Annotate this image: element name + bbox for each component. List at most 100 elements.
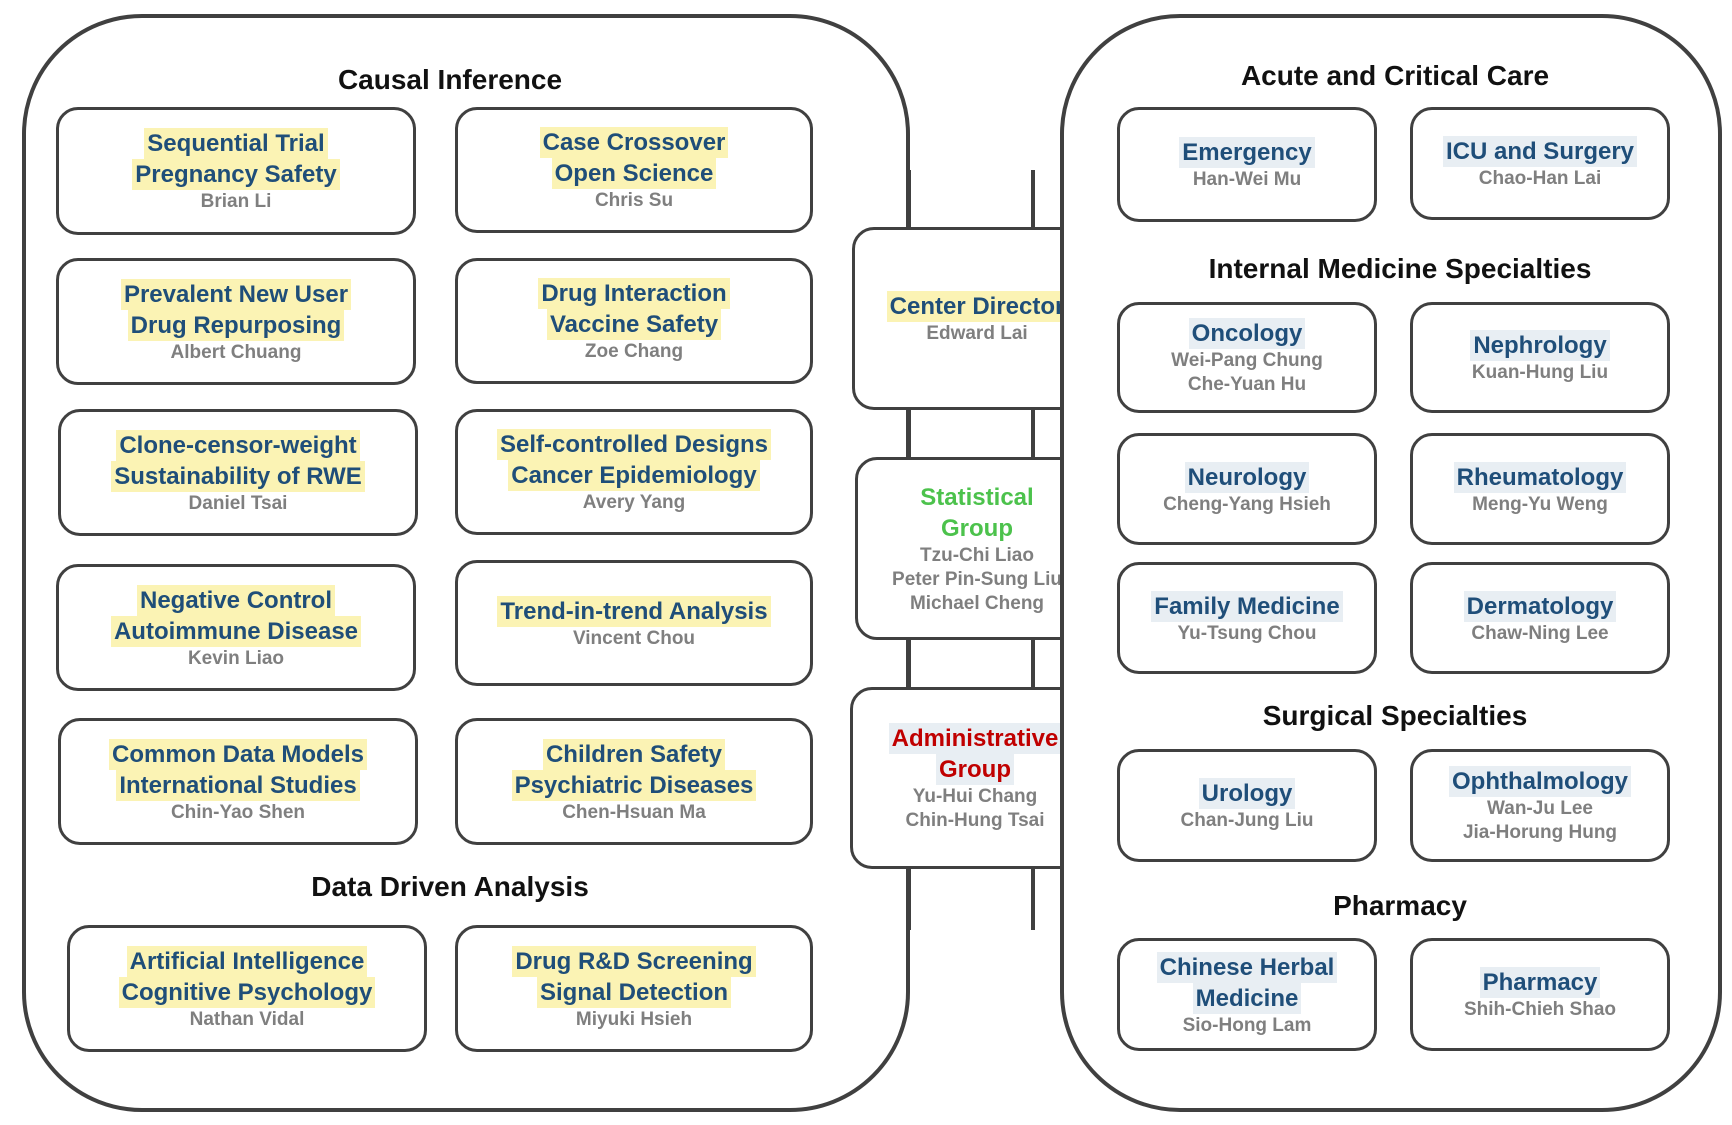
specialty-box-icu-and-surgery[interactable]: ICU and Surgery Chao-Han Lai — [1410, 107, 1670, 220]
box-title: Family Medicine — [1151, 590, 1343, 622]
box-title: Rheumatology — [1453, 461, 1627, 493]
administrative-group-person: Chin-Hung Tsai — [905, 810, 1045, 831]
research-box-trend-in-trend[interactable]: Trend-in-trend Analysis Vincent Chou — [455, 560, 813, 686]
box-title: Cancer Epidemiology — [508, 460, 760, 491]
box-person: Shih-Chieh Shao — [1464, 999, 1616, 1020]
box-title: Clone-censor-weight — [116, 429, 360, 461]
box-person: Che-Yuan Hu — [1187, 374, 1307, 395]
box-person: Brian Li — [200, 191, 272, 212]
administrative-group-box[interactable]: Administrative Group Yu-Hui Chang Chin-H… — [850, 687, 1100, 869]
specialty-box-urology[interactable]: Urology Chan-Jung Liu — [1117, 749, 1377, 862]
box-person: Wei-Pang Chung — [1171, 350, 1323, 371]
box-title: Autoimmune Disease — [110, 615, 362, 647]
box-person: Chaw-Ning Lee — [1471, 622, 1609, 644]
box-person: Cheng-Yang Hsieh — [1163, 493, 1331, 515]
box-person: Kevin Liao — [187, 647, 285, 669]
box-person: Chao-Han Lai — [1478, 168, 1602, 189]
box-title: Ophthalmology — [1449, 766, 1631, 797]
specialty-box-neurology[interactable]: Neurology Cheng-Yang Hsieh — [1117, 433, 1377, 545]
box-title: Cognitive Psychology — [118, 976, 376, 1008]
administrative-group-title: Group — [936, 754, 1014, 785]
center-director-person: Edward Lai — [926, 323, 1028, 344]
research-box-drug-rd-screening[interactable]: Drug R&D Screening Signal Detection Miyu… — [455, 925, 813, 1052]
specialty-box-oncology[interactable]: Oncology Wei-Pang Chung Che-Yuan Hu — [1117, 302, 1377, 413]
box-title: Common Data Models — [108, 738, 368, 770]
box-title: Sustainability of RWE — [111, 460, 365, 492]
statistical-group-person: Tzu-Chi Liao — [920, 544, 1034, 566]
box-title: Vaccine Safety — [546, 309, 722, 340]
box-person: Chan-Jung Liu — [1180, 810, 1314, 831]
statistical-group-title: Group — [941, 514, 1013, 542]
specialty-box-family-medicine[interactable]: Family Medicine Yu-Tsung Chou — [1117, 562, 1377, 674]
research-box-drug-interaction[interactable]: Drug Interaction Vaccine Safety Zoe Chan… — [455, 258, 813, 384]
research-box-artificial-intelligence[interactable]: Artificial Intelligence Cognitive Psycho… — [67, 925, 427, 1052]
statistical-group-title: Statistical — [920, 483, 1034, 511]
box-title: Negative Control — [136, 584, 336, 616]
administrative-group-person: Yu-Hui Chang — [912, 786, 1038, 807]
box-person: Wan-Ju Lee — [1487, 798, 1593, 819]
data-driven-analysis-heading: Data Driven Analysis — [311, 871, 589, 902]
box-person: Daniel Tsai — [188, 492, 288, 514]
research-box-sequential-trial[interactable]: Sequential Trial Pregnancy Safety Brian … — [56, 107, 416, 235]
box-title: Nephrology — [1470, 330, 1610, 361]
box-title: Chinese Herbal — [1156, 951, 1338, 983]
box-person: Chen-Hsuan Ma — [562, 801, 706, 823]
box-person: Chin-Yao Shen — [170, 801, 306, 823]
box-title: Neurology — [1184, 461, 1310, 493]
pharmacy-heading: Pharmacy — [1333, 890, 1467, 921]
box-title: ICU and Surgery — [1442, 136, 1638, 167]
box-person: Jia-Horung Hung — [1462, 822, 1618, 843]
box-person: Yu-Tsung Chou — [1177, 622, 1317, 644]
box-title: Drug Repurposing — [127, 309, 345, 341]
specialty-box-rheumatology[interactable]: Rheumatology Meng-Yu Weng — [1410, 433, 1670, 545]
box-title: Medicine — [1192, 982, 1302, 1014]
box-person: Nathan Vidal — [189, 1008, 305, 1030]
box-person: Vincent Chou — [572, 627, 696, 649]
box-person: Avery Yang — [582, 492, 686, 513]
research-box-children-safety[interactable]: Children Safety Psychiatric Diseases Che… — [455, 718, 813, 845]
research-box-self-controlled-designs[interactable]: Self-controlled Designs Cancer Epidemiol… — [455, 409, 813, 535]
box-title: Prevalent New User — [120, 278, 352, 310]
box-person: Miyuki Hsieh — [575, 1008, 693, 1030]
box-title: Self-controlled Designs — [496, 429, 772, 460]
box-title: Pharmacy — [1479, 967, 1601, 998]
box-title: Oncology — [1188, 318, 1306, 349]
box-person: Zoe Chang — [584, 341, 684, 362]
box-title: Dermatology — [1463, 590, 1617, 622]
causal-inference-heading: Causal Inference — [337, 64, 563, 95]
administrative-group-title: Administrative — [888, 723, 1062, 754]
box-title: Artificial Intelligence — [126, 945, 368, 977]
specialty-box-ophthalmology[interactable]: Ophthalmology Wan-Ju Lee Jia-Horung Hung — [1410, 749, 1670, 862]
box-title: Sequential Trial — [144, 128, 328, 159]
box-title: Children Safety — [542, 738, 726, 770]
box-title: Open Science — [551, 158, 717, 189]
research-box-common-data-models[interactable]: Common Data Models International Studies… — [58, 718, 418, 845]
research-box-case-crossover[interactable]: Case Crossover Open Science Chris Su — [455, 107, 813, 233]
box-title: Psychiatric Diseases — [511, 769, 757, 801]
box-title: Signal Detection — [536, 976, 732, 1008]
box-person: Albert Chuang — [170, 341, 302, 363]
internal-medicine-heading: Internal Medicine Specialties — [1208, 253, 1592, 284]
research-box-prevalent-new-user[interactable]: Prevalent New User Drug Repurposing Albe… — [56, 258, 416, 385]
box-title: Drug Interaction — [538, 278, 730, 309]
box-title: Emergency — [1179, 137, 1315, 168]
specialty-box-nephrology[interactable]: Nephrology Kuan-Hung Liu — [1410, 302, 1670, 413]
box-person: Kuan-Hung Liu — [1471, 362, 1609, 383]
box-person: Chris Su — [594, 190, 674, 211]
specialty-box-pharmacy[interactable]: Pharmacy Shih-Chieh Shao — [1410, 938, 1670, 1051]
statistical-group-box[interactable]: Statistical Group Tzu-Chi Liao Peter Pin… — [855, 457, 1099, 640]
specialty-box-dermatology[interactable]: Dermatology Chaw-Ning Lee — [1410, 562, 1670, 674]
center-director-title: Center Director — [886, 291, 1068, 322]
specialty-box-chinese-herbal-medicine[interactable]: Chinese Herbal Medicine Sio-Hong Lam — [1117, 938, 1377, 1051]
research-box-negative-control[interactable]: Negative Control Autoimmune Disease Kevi… — [56, 564, 416, 691]
box-person: Sio-Hong Lam — [1182, 1014, 1312, 1036]
research-box-clone-censor-weight[interactable]: Clone-censor-weight Sustainability of RW… — [58, 409, 418, 536]
specialty-box-emergency[interactable]: Emergency Han-Wei Mu — [1117, 107, 1377, 222]
box-person: Han-Wei Mu — [1192, 169, 1302, 190]
box-person: Meng-Yu Weng — [1472, 493, 1608, 515]
box-title: Urology — [1198, 778, 1296, 809]
statistical-group-person: Peter Pin-Sung Liu — [892, 568, 1062, 590]
box-title: International Studies — [116, 769, 360, 801]
box-title: Trend-in-trend Analysis — [497, 595, 771, 627]
statistical-group-person: Michael Cheng — [909, 592, 1045, 614]
